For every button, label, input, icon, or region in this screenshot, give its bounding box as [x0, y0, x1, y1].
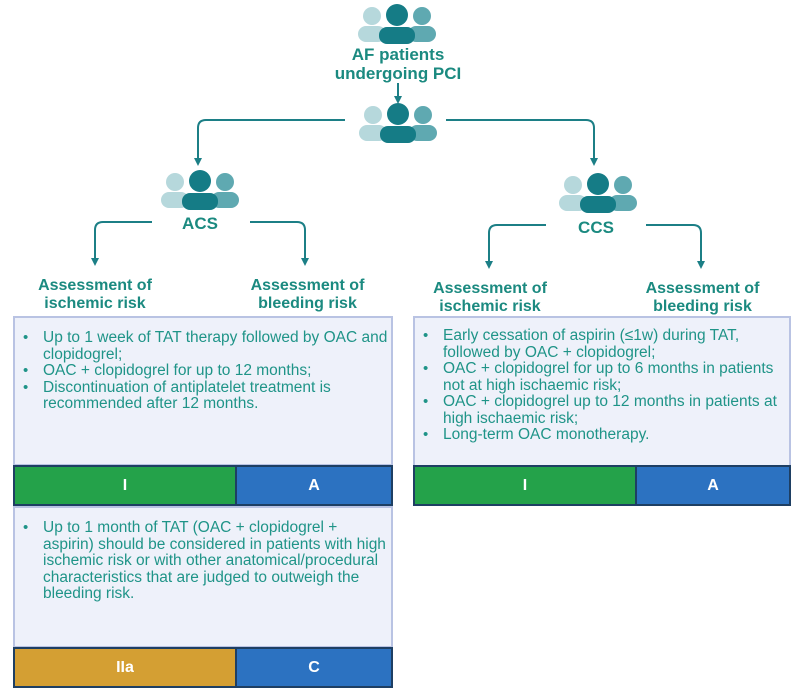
ccs-bleeding-heading-line1: Assessment of: [645, 280, 760, 297]
acs-recommendation-box-2: Up to 1 month of TAT (OAC + clopidogrel …: [13, 506, 393, 648]
acs-box2-list: Up to 1 month of TAT (OAC + clopidogrel …: [15, 519, 391, 603]
acs-box2-class-bar: IIa C: [13, 647, 393, 688]
people-group-icon: [553, 173, 643, 213]
list-item: OAC + clopidogrel for up to 6 months in …: [423, 360, 789, 394]
list-item: Up to 1 month of TAT (OAC + clopidogrel …: [23, 519, 391, 603]
root-title-line2: undergoing PCI: [334, 64, 462, 83]
arrow-acs-ischemic: [91, 221, 152, 266]
root-title: AF patients undergoing PCI: [298, 45, 498, 83]
ccs-ischemic-heading-line2: ischemic risk: [439, 298, 541, 315]
acs-bleeding-heading-line1: Assessment of: [250, 277, 365, 294]
level-of-evidence-badge: C: [235, 649, 391, 686]
list-item: OAC + clopidogrel for up to 12 months;: [23, 362, 391, 380]
arrow-ccs-bleeding: [646, 224, 705, 269]
ccs-label: CCS: [578, 218, 614, 237]
acs-recommendation-box-1: Up to 1 week of TAT therapy followed by …: [13, 316, 393, 466]
ccs-ischemic-heading-line1: Assessment of: [433, 280, 547, 297]
level-of-evidence-badge: A: [235, 467, 391, 504]
acs-box1-class-bar: I A: [13, 465, 393, 506]
people-group-icon: [352, 4, 442, 44]
ccs-box1-list: Early cessation of aspirin (≤1w) during …: [415, 327, 789, 444]
level-of-evidence-badge: A: [635, 467, 789, 504]
ccs-recommendation-box-1: Early cessation of aspirin (≤1w) during …: [413, 316, 791, 467]
acs-label: ACS: [182, 214, 218, 233]
class-of-recommendation-badge: I: [415, 467, 635, 504]
list-item: Up to 1 week of TAT therapy followed by …: [23, 329, 391, 363]
class-of-recommendation-badge: IIa: [15, 649, 235, 686]
class-of-recommendation-badge: I: [15, 467, 235, 504]
ccs-box1-class-bar: I A: [413, 465, 791, 506]
acs-ischemic-heading-line1: Assessment of: [38, 277, 152, 294]
acs-bleeding-heading: Assessment of bleeding risk: [225, 277, 390, 313]
list-item: Discontinuation of antiplatelet treatmen…: [23, 379, 391, 413]
ccs-bleeding-heading: Assessment of bleeding risk: [620, 280, 785, 316]
people-group-icon: [155, 170, 245, 210]
list-item: Early cessation of aspirin (≤1w) during …: [423, 327, 789, 361]
arrow-ccs-ischemic: [485, 224, 546, 269]
arrow-to-acs: [194, 119, 345, 166]
acs-bleeding-heading-line2: bleeding risk: [258, 295, 357, 312]
list-item: OAC + clopidogrel up to 12 months in pat…: [423, 393, 789, 427]
root-title-line1: AF patients: [351, 45, 445, 64]
acs-ischemic-heading: Assessment of ischemic risk: [15, 277, 175, 313]
arrow-to-ccs: [446, 119, 598, 166]
list-item: Long-term OAC monotherapy.: [423, 426, 789, 444]
people-group-icon: [353, 103, 443, 143]
acs-ischemic-heading-line2: ischemic risk: [44, 295, 146, 312]
acs-box1-list: Up to 1 week of TAT therapy followed by …: [15, 329, 391, 413]
ccs-bleeding-heading-line2: bleeding risk: [653, 298, 752, 315]
ccs-ischemic-heading: Assessment of ischemic risk: [410, 280, 570, 316]
arrow-acs-bleeding: [250, 221, 309, 266]
